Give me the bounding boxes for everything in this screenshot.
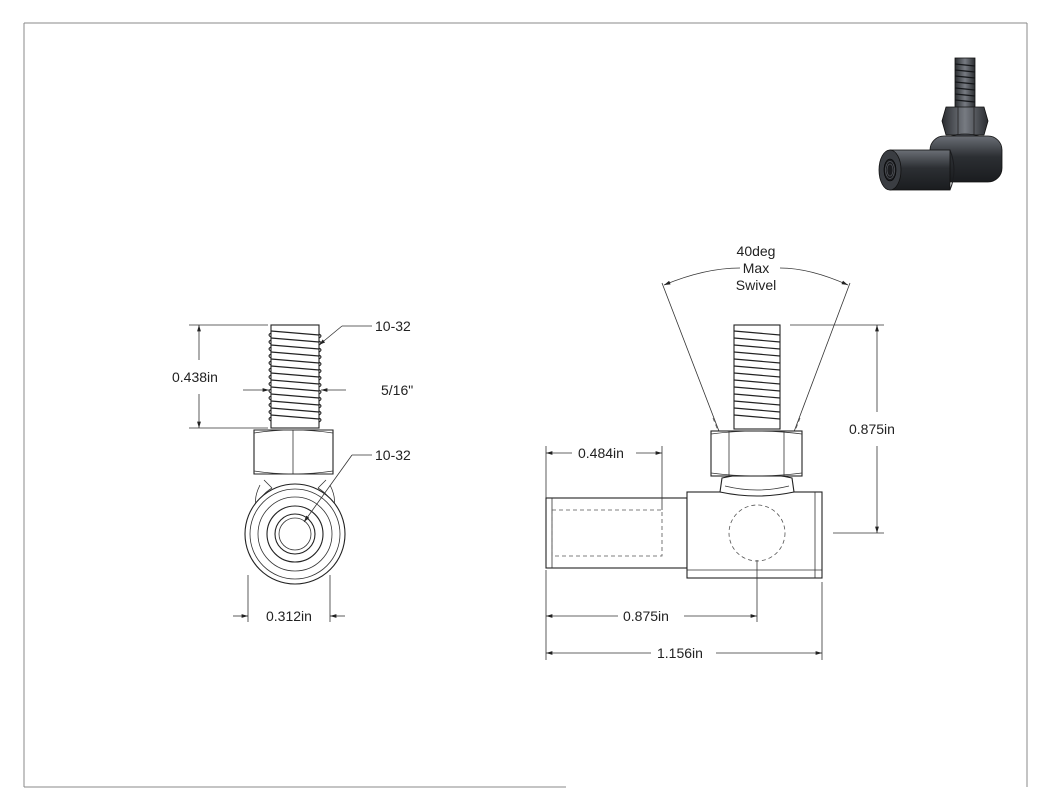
callout-eye-thread-label: 10-32 [375,447,411,463]
callout-eye-thread: 10-32 [303,447,411,523]
dim-stud-length-label: 0.438in [172,369,218,385]
ball-housing-side [686,491,823,579]
front-view: 0.438in 5/16" 10-32 10-32 0. [172,318,413,624]
stud-thread-side [733,324,781,430]
dim-overall-height-label: 0.875in [849,421,895,437]
dim-overall-height: 0.875in [790,324,895,534]
dim-center-distance: 0.875in [545,560,758,660]
dim-thread-dia-label: 5/16" [381,382,413,398]
sheet-border [23,22,1028,788]
dim-socket-depth-label: 0.484in [578,445,624,461]
dim-overall-length-label: 1.156in [657,645,703,661]
dim-stud-length: 0.438in [172,324,268,429]
swivel-note-line2: Max [743,260,769,276]
dim-center-distance-label: 0.875in [623,608,669,624]
ball-joint-render-icon [878,57,1003,191]
dim-body-width-label: 0.312in [266,608,312,624]
dim-thread-dia: 5/16" [243,382,413,398]
ball-housing [244,479,346,585]
ball-neck [719,473,795,497]
socket-tube [545,497,688,569]
callout-stud-thread-label: 10-32 [375,318,411,334]
side-view: 40deg Max Swivel 0.875in 0.484in 0.875in [545,243,895,661]
dim-socket-depth: 0.484in [545,445,663,510]
dim-body-width: 0.312in [233,575,345,624]
callout-stud-thread: 10-32 [318,318,411,346]
hex-nut [253,429,334,475]
stud-thread [268,324,322,429]
swivel-note-line3: Swivel [736,277,776,293]
hex-nut-side [710,430,803,477]
dim-overall-length: 1.156in [546,582,823,661]
swivel-note-line1: 40deg [737,243,776,259]
